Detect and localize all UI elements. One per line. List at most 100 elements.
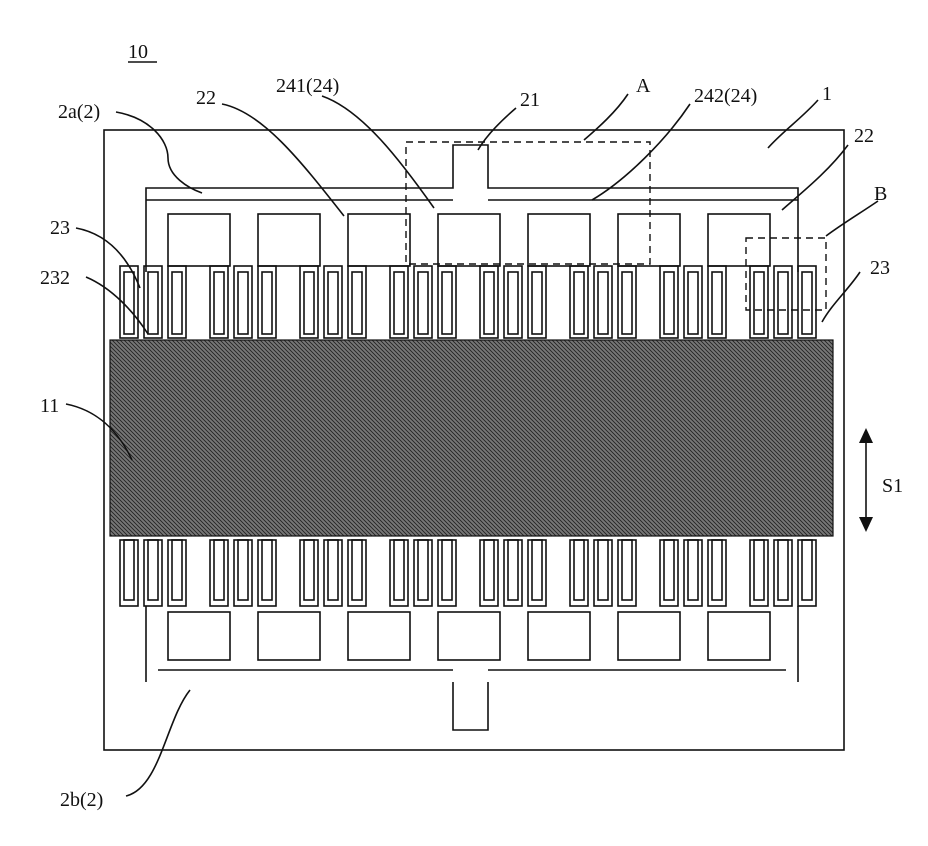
upper-finger-pad xyxy=(348,214,410,266)
upper-electrode-strip xyxy=(324,266,342,338)
lower-electrode-strip-inner xyxy=(622,540,632,600)
lower-electrode-strip-inner xyxy=(754,540,764,600)
lower-electrode-strip xyxy=(348,540,366,606)
lower-electrode-strip xyxy=(504,540,522,606)
lower-electrode-strip-inner xyxy=(688,540,698,600)
upper-electrode-strip xyxy=(210,266,228,338)
upper-strips xyxy=(120,266,816,338)
lower-electrode-strip xyxy=(120,540,138,606)
label-a: A xyxy=(636,75,651,97)
upper-electrode-strip xyxy=(708,266,726,338)
upper-electrode-strip xyxy=(618,266,636,338)
upper-electrode-strip-inner xyxy=(124,272,134,334)
upper-electrode-strip-inner xyxy=(418,272,428,334)
label-22-left: 22 xyxy=(196,87,216,109)
lower-electrode-strip-inner xyxy=(664,540,674,600)
lower-finger-pad xyxy=(258,612,320,660)
upper-finger-pad xyxy=(258,214,320,266)
upper-electrode-strip xyxy=(390,266,408,338)
lower-electrode-strip-inner xyxy=(172,540,182,600)
active-layer-11 xyxy=(110,340,833,536)
upper-electrode-strip-inner xyxy=(802,272,812,334)
upper-electrode-strip-inner xyxy=(328,272,338,334)
upper-electrode-strip-inner xyxy=(598,272,608,334)
upper-electrode-strip xyxy=(504,266,522,338)
upper-finger-pad xyxy=(618,214,680,266)
lower-electrode-strip-inner xyxy=(778,540,788,600)
lower-finger-pad xyxy=(528,612,590,660)
upper-finger-pad xyxy=(438,214,500,266)
upper-electrode-strip-inner xyxy=(352,272,362,334)
upper-electrode-strip-inner xyxy=(778,272,788,334)
upper-electrode-strip xyxy=(438,266,456,338)
lower-electrode-strip xyxy=(234,540,252,606)
lower-electrode-strip xyxy=(300,540,318,606)
upper-finger-pad xyxy=(168,214,230,266)
label-242: 242(24) xyxy=(694,85,757,107)
lower-electrode-strip xyxy=(684,540,702,606)
lower-electrode-strip xyxy=(798,540,816,606)
upper-electrode-strip-inner xyxy=(394,272,404,334)
upper-electrode-strip-inner xyxy=(754,272,764,334)
lower-electrode-strip xyxy=(528,540,546,606)
upper-electrode-strip xyxy=(750,266,768,338)
label-22-right: 22 xyxy=(854,125,874,147)
label-23-left: 23 xyxy=(50,217,70,239)
upper-electrode-strip xyxy=(414,266,432,338)
label-b: B xyxy=(874,183,887,205)
upper-electrode-strip xyxy=(528,266,546,338)
lower-finger-pad xyxy=(348,612,410,660)
upper-electrode-strip xyxy=(594,266,612,338)
upper-electrode-strip xyxy=(480,266,498,338)
upper-electrode-strip-inner xyxy=(622,272,632,334)
upper-electrode-strip xyxy=(300,266,318,338)
upper-electrode-strip-inner xyxy=(712,272,722,334)
lower-strips xyxy=(120,540,816,606)
upper-electrode-strip-inner xyxy=(214,272,224,334)
lower-electrode-strip-inner xyxy=(508,540,518,600)
motion-arrow-s1 xyxy=(859,428,873,532)
lower-electrode-strip-inner xyxy=(574,540,584,600)
lower-electrode-strip xyxy=(144,540,162,606)
upper-electrode-strip-inner xyxy=(172,272,182,334)
lower-electrode-strip-inner xyxy=(148,540,158,600)
upper-electrode-strip-inner xyxy=(148,272,158,334)
lower-electrode-strip-inner xyxy=(124,540,134,600)
lower-comb xyxy=(120,540,816,730)
lower-electrode-strip xyxy=(168,540,186,606)
lower-electrode-strip-inner xyxy=(418,540,428,600)
lower-electrode-strip-inner xyxy=(328,540,338,600)
upper-electrode-strip-inner xyxy=(688,272,698,334)
lower-electrode-strip xyxy=(438,540,456,606)
lower-electrode-strip xyxy=(324,540,342,606)
label-1: 1 xyxy=(822,83,832,105)
lower-electrode-strip xyxy=(750,540,768,606)
upper-fingers xyxy=(168,214,770,266)
upper-electrode-strip xyxy=(234,266,252,338)
lower-finger-pad xyxy=(168,612,230,660)
upper-electrode-strip xyxy=(258,266,276,338)
upper-electrode-strip xyxy=(168,266,186,338)
lower-finger-pad xyxy=(618,612,680,660)
label-11: 11 xyxy=(40,395,59,417)
figure-number-label: 10 xyxy=(128,41,148,63)
lower-electrode-strip-inner xyxy=(238,540,248,600)
lower-electrode-strip xyxy=(570,540,588,606)
label-23-right: 23 xyxy=(870,257,890,279)
lower-finger-pad xyxy=(708,612,770,660)
label-s1: S1 xyxy=(882,475,903,497)
upper-comb xyxy=(120,145,816,338)
upper-electrode-strip-inner xyxy=(442,272,452,334)
lower-finger-pad xyxy=(438,612,500,660)
upper-electrode-strip-inner xyxy=(664,272,674,334)
upper-electrode-strip xyxy=(774,266,792,338)
lower-fingers xyxy=(168,612,770,660)
upper-finger-pad xyxy=(528,214,590,266)
lower-electrode-strip xyxy=(774,540,792,606)
lower-electrode-strip xyxy=(210,540,228,606)
upper-electrode-strip-inner xyxy=(574,272,584,334)
lower-electrode-strip-inner xyxy=(442,540,452,600)
lower-electrode-strip xyxy=(390,540,408,606)
label-21: 21 xyxy=(520,89,540,111)
